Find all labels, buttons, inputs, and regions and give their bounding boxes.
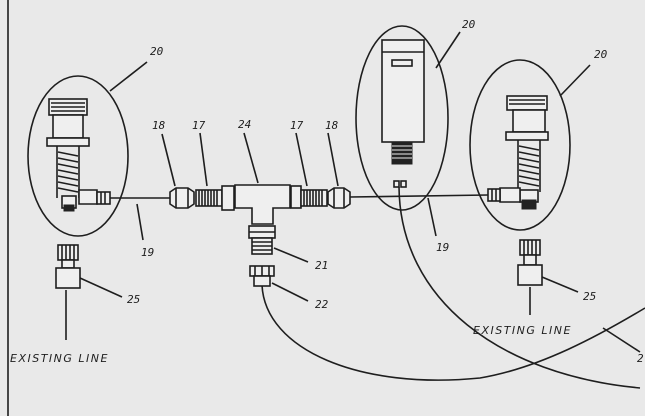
tube-right-segment xyxy=(349,194,489,198)
tube-long-bottom xyxy=(261,284,645,381)
leader-tube-right xyxy=(427,197,437,237)
valve-right-outline xyxy=(469,59,571,231)
leader-valve-center xyxy=(435,31,461,69)
callout-adapter: 21 xyxy=(315,259,328,272)
leader-fitting-left xyxy=(199,132,208,187)
caption-existing-line-right: EXISTING LINE xyxy=(473,324,572,337)
leader-tee xyxy=(243,132,259,184)
tube-long-center xyxy=(398,186,641,389)
valve-left-port xyxy=(96,191,111,205)
callout-nut-right: 18 xyxy=(325,119,339,132)
leader-tube-left xyxy=(136,203,144,241)
leader-valve-left xyxy=(109,61,148,92)
callout-valve-left: 20 xyxy=(150,45,164,58)
valve-center-outline xyxy=(355,25,449,211)
leader-cap-left xyxy=(79,277,123,298)
callout-fitting-left: 17 xyxy=(192,119,206,132)
callout-coupler: 22 xyxy=(315,298,329,311)
leader-edge xyxy=(602,327,641,353)
valve-center xyxy=(355,25,449,211)
valve-right-knob xyxy=(506,95,548,111)
callout-cap-left: 25 xyxy=(127,293,140,306)
valve-right xyxy=(469,59,571,231)
nut-right xyxy=(327,187,351,209)
leader-adapter xyxy=(273,247,309,263)
callout-valve-right: 20 xyxy=(594,48,608,61)
nut-left xyxy=(169,187,195,209)
callout-valve-center: 20 xyxy=(462,18,476,31)
callout-edge: 2 xyxy=(637,352,644,365)
leader-coupler xyxy=(271,282,309,302)
cap-right xyxy=(517,239,543,286)
leader-nut-left xyxy=(161,133,176,187)
cap-left xyxy=(55,244,81,289)
fitting-right xyxy=(290,185,328,209)
callout-nut-left: 18 xyxy=(152,119,166,132)
adapter xyxy=(248,225,276,255)
leader-valve-right xyxy=(559,64,591,97)
valve-left-outline xyxy=(27,75,129,237)
tee-fitting xyxy=(234,184,291,225)
callout-fitting-right: 17 xyxy=(290,119,304,132)
leader-cap-right xyxy=(541,276,579,293)
fitting-left xyxy=(195,185,235,211)
leader-nut-right xyxy=(327,132,339,187)
valve-left xyxy=(27,75,129,237)
coupler xyxy=(249,265,275,287)
leader-fitting-right xyxy=(295,132,308,187)
valve-right-port xyxy=(487,188,501,202)
callout-cap-right: 25 xyxy=(583,290,596,303)
valve-center-body xyxy=(381,39,425,143)
callout-tube-left: 19 xyxy=(141,246,154,259)
caption-existing-line-left: EXISTING LINE xyxy=(10,352,109,365)
callout-tee: 24 xyxy=(238,118,251,131)
callout-tube-right: 19 xyxy=(436,241,449,254)
